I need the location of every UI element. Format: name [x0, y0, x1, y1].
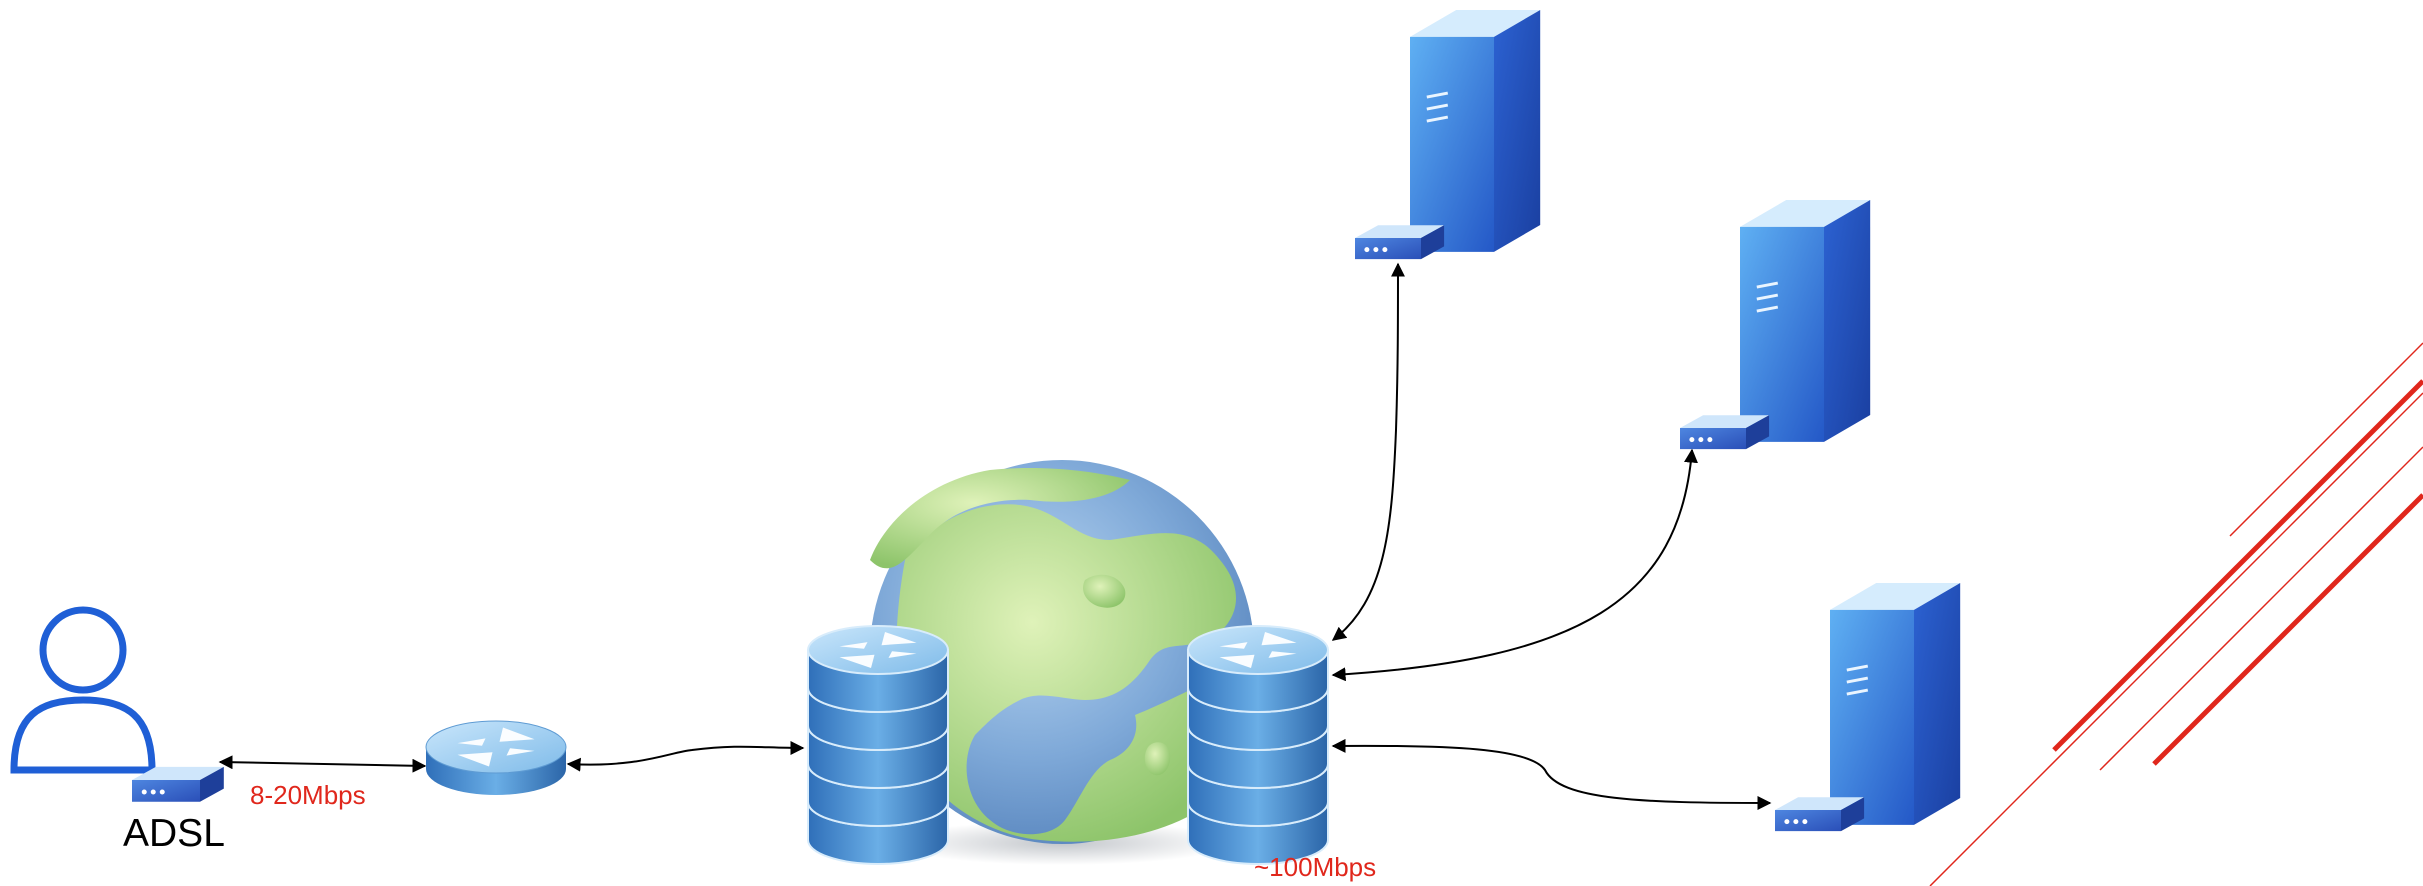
user-icon	[10, 606, 156, 774]
link-core-right-server-1	[1331, 262, 1405, 641]
server-icon-1	[1410, 10, 1541, 252]
modem-icon-server-1	[1355, 225, 1445, 260]
server-icon-3	[1830, 583, 1961, 825]
layer3-switch-icon-left	[807, 625, 949, 865]
server-icon-2	[1740, 200, 1871, 442]
layer3-switch-icon-right	[1187, 625, 1329, 865]
link-core-right-server-2	[1331, 448, 1698, 682]
modem-icon	[132, 766, 224, 802]
link-modem-access-router	[218, 755, 427, 773]
label-backbone-speed: ~100Mbps	[1254, 852, 1377, 882]
globe-icon	[870, 460, 1254, 865]
decorative-lines	[1929, 342, 2423, 886]
link-core-right-server-3	[1331, 738, 1772, 810]
link-access-router-core-left	[566, 740, 805, 772]
modem-icon-server-3	[1775, 797, 1865, 832]
label-adsl: ADSL	[123, 812, 225, 855]
label-access-speed: 8-20Mbps	[250, 780, 366, 810]
router-icon	[425, 720, 567, 795]
modem-icon-server-2	[1680, 415, 1770, 450]
